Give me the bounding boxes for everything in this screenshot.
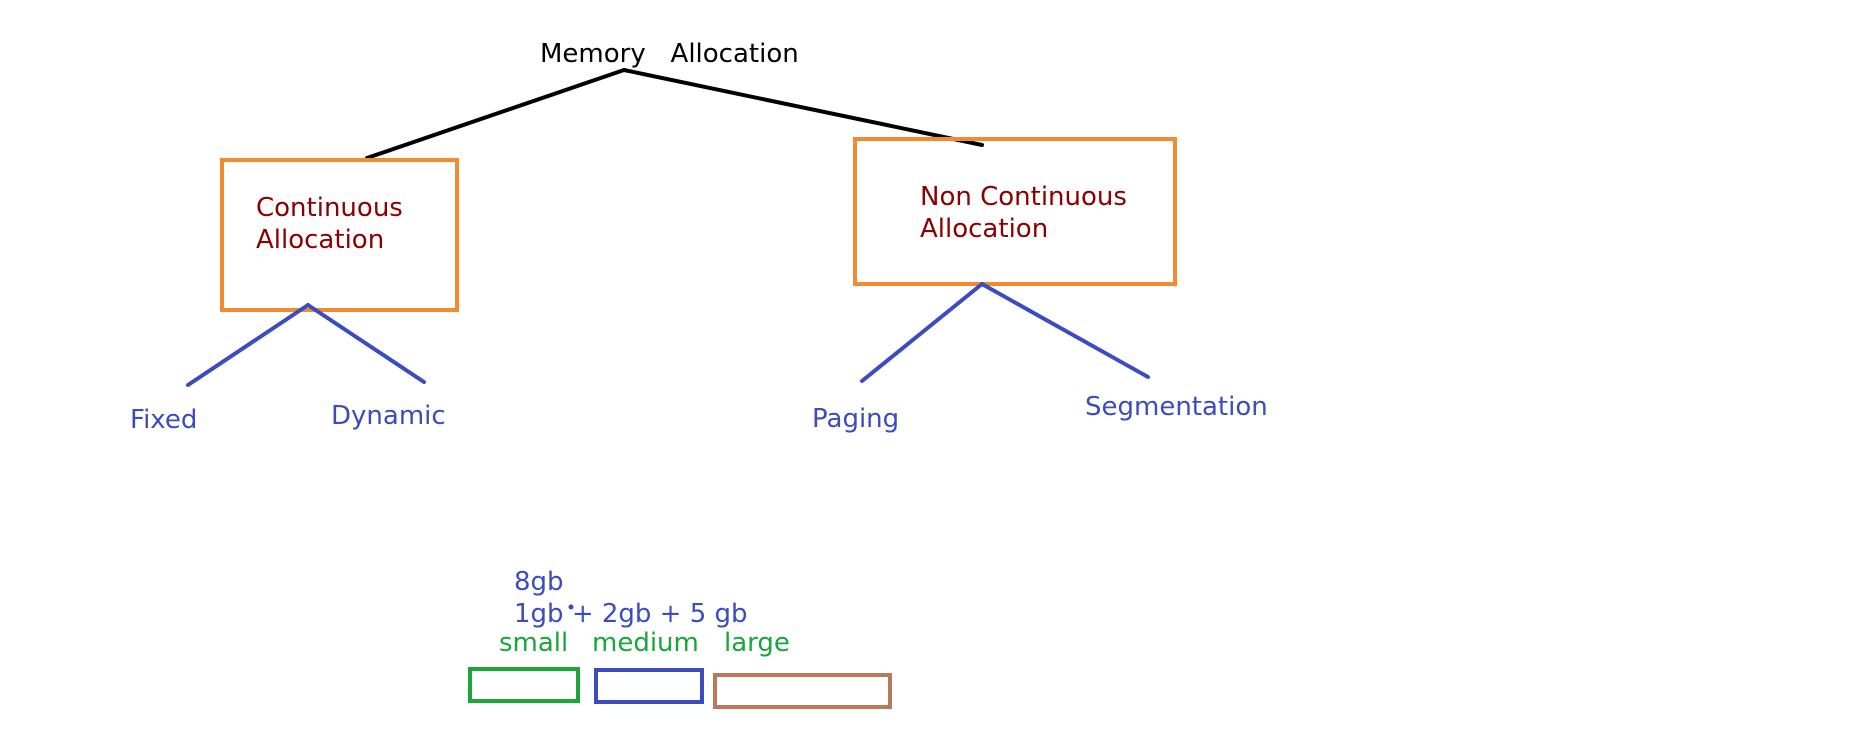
paging-label: Paging (812, 404, 900, 434)
small-label: small (499, 628, 569, 658)
noncontinuous-to-paging-connector (860, 282, 984, 383)
noncontinuous-to-segmentation-connector (980, 282, 1150, 379)
medium-size-box (594, 668, 704, 704)
fixed-label: Fixed (130, 405, 198, 435)
root-to-noncontinuous-connector (622, 68, 984, 147)
continuous-to-fixed-connector (186, 303, 310, 387)
noncontinuous-allocation-line2: Allocation (920, 214, 1049, 244)
noncontinuous-allocation-line1: Non Continuous (920, 182, 1127, 212)
segmentation-label: Segmentation (1085, 392, 1268, 422)
continuous-to-dynamic-connector (306, 303, 426, 384)
stray-dot (568, 604, 574, 610)
large-label: large (724, 628, 790, 658)
small-size-box (468, 667, 580, 703)
continuous-allocation-box (220, 158, 459, 312)
root-to-continuous-connector (365, 68, 626, 160)
continuous-allocation-line1: Continuous (256, 193, 403, 223)
noncontinuous-allocation-box (853, 137, 1177, 286)
large-size-box (713, 673, 892, 709)
dynamic-label: Dynamic (331, 401, 446, 431)
total-size-label: 8gb (514, 567, 564, 597)
size-sum-label: 1gb + 2gb + 5 gb (514, 599, 748, 629)
medium-label: medium (592, 628, 699, 658)
root-label: Memory Allocation (540, 39, 799, 69)
continuous-allocation-line2: Allocation (256, 225, 385, 255)
